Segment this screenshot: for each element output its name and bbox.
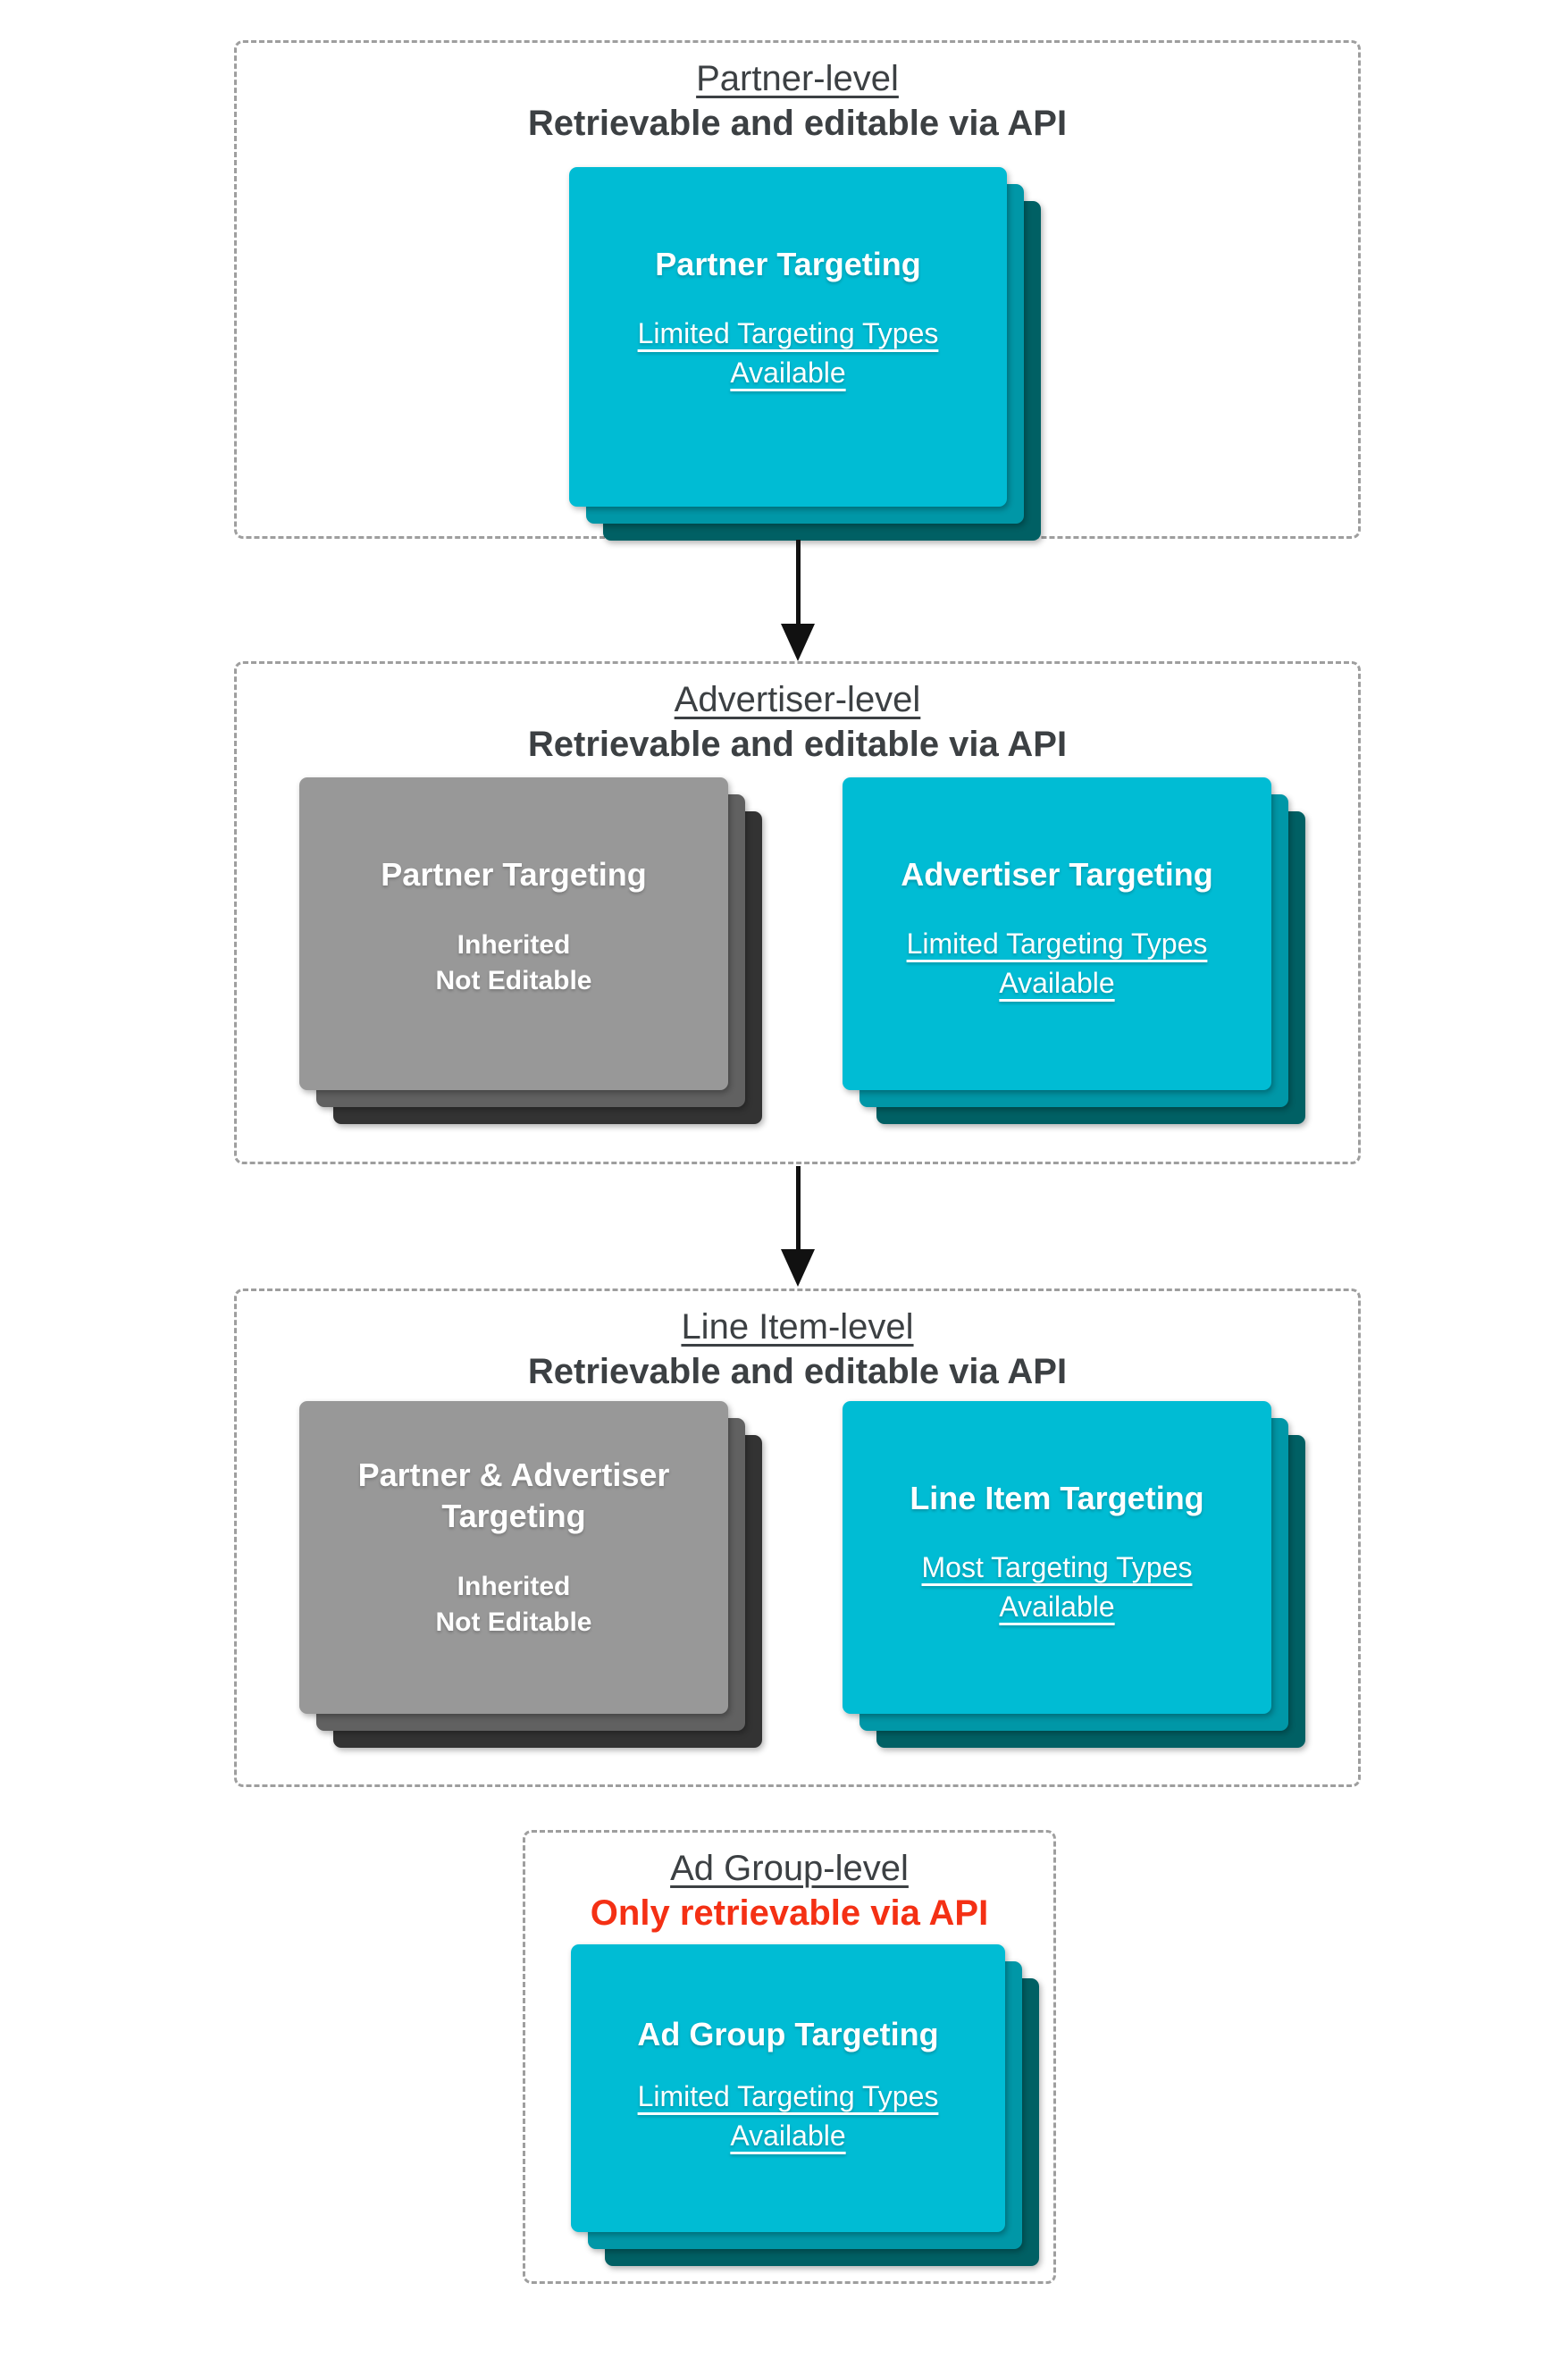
section-title: Line Item-level: [681, 1307, 914, 1347]
down-arrow-icon: [780, 1166, 816, 1287]
section-ad-group-level: Ad Group-level Only retrievable via API …: [523, 1830, 1056, 2284]
section-subtitle: Retrievable and editable via API: [527, 104, 1068, 143]
card-subtitle-line: Inherited: [457, 1572, 571, 1601]
card-title: Partner & Advertiser Targeting: [357, 1456, 670, 1534]
arrow-head: [781, 624, 815, 661]
card-ad-group-targeting: Ad Group Targeting Limited Targeting Typ…: [571, 1944, 1005, 2232]
card-subtitle-line: Available: [730, 2119, 846, 2152]
card-subtitle: Inherited Not Editable: [299, 1569, 728, 1641]
card-title: Ad Group Targeting: [637, 2016, 939, 2052]
section-advertiser-level: Advertiser-level Retrievable and editabl…: [234, 661, 1361, 1164]
section-title: Partner-level: [696, 59, 899, 98]
card-subtitle-line: Not Editable: [435, 966, 592, 995]
card-partner-targeting-inherited: Partner Targeting Inherited Not Editable: [299, 777, 728, 1090]
card-advertiser-targeting: Advertiser Targeting Limited Targeting T…: [843, 777, 1271, 1090]
card-title: Advertiser Targeting: [901, 856, 1213, 893]
card-subtitle: Limited Targeting Types Available: [843, 924, 1271, 1003]
arrow-shaft: [795, 1166, 801, 1249]
section-line-item-level: Line Item-level Retrievable and editable…: [234, 1288, 1361, 1787]
arrow-shaft: [795, 540, 801, 624]
section-subtitle: Retrievable and editable via API: [527, 1352, 1068, 1391]
card-partner-advertiser-targeting: Partner & Advertiser Targeting Inherited…: [299, 1401, 728, 1714]
section-partner-level: Partner-level Retrievable and editable v…: [234, 40, 1361, 541]
section-subtitle: Retrievable and editable via API: [527, 725, 1068, 764]
section-title: Advertiser-level: [674, 680, 921, 719]
card-subtitle-line: Available: [730, 357, 846, 389]
card-subtitle-line: Available: [999, 1591, 1115, 1623]
card-subtitle: Limited Targeting Types Available: [571, 2077, 1005, 2155]
card-subtitle-line: Not Editable: [435, 1607, 592, 1637]
card-partner-targeting: Partner Targeting Limited Targeting Type…: [569, 167, 1007, 507]
card-title: Partner Targeting: [381, 856, 647, 893]
card-subtitle-line: Limited Targeting Types: [637, 2080, 939, 2112]
card-subtitle: Limited Targeting Types Available: [569, 314, 1007, 392]
card-subtitle-line: Limited Targeting Types: [637, 317, 939, 349]
card-title: Partner Targeting: [655, 246, 921, 282]
section-subtitle: Only retrievable via API: [590, 1893, 989, 1933]
card-subtitle: Inherited Not Editable: [299, 927, 728, 999]
down-arrow-icon: [780, 540, 816, 661]
card-subtitle: Most Targeting Types Available: [843, 1548, 1271, 1626]
card-subtitle-line: Available: [999, 967, 1115, 999]
card-subtitle-line: Inherited: [457, 930, 571, 960]
card-line-item-targeting: Line Item Targeting Most Targeting Types…: [843, 1401, 1271, 1714]
card-title: Line Item Targeting: [910, 1480, 1204, 1516]
arrow-head: [781, 1249, 815, 1287]
card-subtitle-line: Limited Targeting Types: [906, 927, 1208, 960]
section-title: Ad Group-level: [670, 1849, 909, 1888]
card-subtitle-line: Most Targeting Types: [921, 1551, 1193, 1583]
